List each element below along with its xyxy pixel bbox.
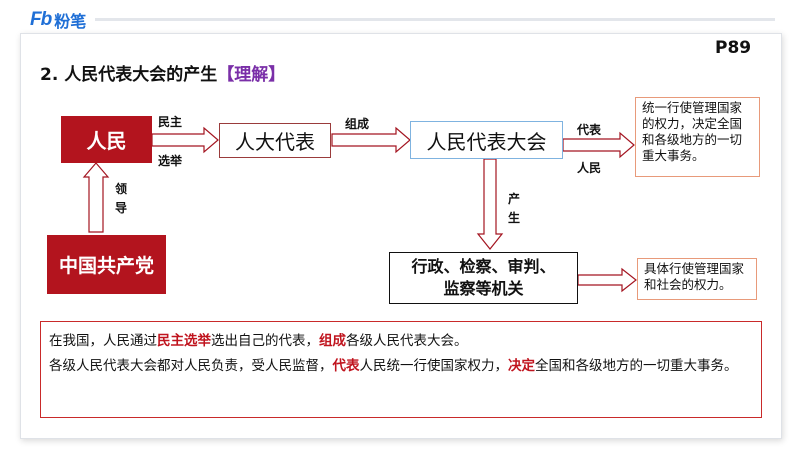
label-zucheng: 组成 — [345, 117, 370, 131]
label-daibiao: 代表 — [577, 123, 602, 137]
organs-line-2: 监察等机关 — [443, 279, 524, 298]
node-party: 中国共产党 — [47, 235, 166, 294]
summary-line-2: 各级人民代表大会都对人民负责，受人民监督，代表人民统一行使国家权力，决定全国和各… — [49, 354, 753, 379]
node-npc-deputies: 人大代表 — [219, 123, 331, 158]
summary-highlight: 代表 — [332, 358, 360, 374]
label-chansheng-2: 生 — [508, 211, 521, 225]
title-tag: 【理解】 — [217, 65, 286, 85]
note-npc-power: 统一行使管理国家的权力，决定全国和各级地方的一切重大事务。 — [635, 97, 760, 177]
page-number: P89 — [715, 38, 752, 58]
arrow-people-to-deputies — [151, 126, 219, 154]
label-chansheng-1: 产 — [508, 192, 521, 206]
summary-text: 选出自己的代表， — [211, 333, 319, 349]
arrow-deputies-to-npc — [331, 126, 411, 154]
summary-line-1: 在我国，人民通过民主选举选出自己的代表，组成各级人民代表大会。 — [49, 329, 753, 354]
logo-mark: Fb — [30, 9, 52, 30]
summary-box: 在我国，人民通过民主选举选出自己的代表，组成各级人民代表大会。 各级人民代表大会… — [40, 321, 762, 418]
summary-text: 各级人民代表大会都对人民负责，受人民监督， — [49, 358, 333, 374]
label-lingdao-1: 领 — [115, 182, 128, 196]
brand-logo: Fb 粉笔 — [30, 9, 87, 31]
arrow-organs-to-note — [577, 267, 637, 293]
node-people: 人民 — [61, 116, 152, 163]
summary-text: 在我国，人民通过 — [49, 333, 157, 349]
slide-title: 2. 人民代表大会的产生【理解】 — [40, 60, 285, 85]
header-divider — [95, 18, 775, 21]
title-main: 2. 人民代表大会的产生 — [40, 65, 218, 85]
summary-highlight: 组成 — [319, 333, 346, 349]
summary-text: 全国和各级地方的一切重大事务。 — [535, 358, 738, 374]
arrow-npc-to-organs — [476, 158, 504, 250]
node-state-organs: 行政、检察、审判、 监察等机关 — [389, 252, 578, 304]
arrow-npc-to-note — [562, 131, 635, 159]
summary-highlight: 决定 — [508, 358, 535, 374]
note-organs-power: 具体行使管理国家和社会的权力。 — [637, 258, 757, 300]
summary-highlight: 民主选举 — [157, 333, 211, 349]
label-lingdao-2: 导 — [115, 201, 128, 215]
summary-text: 人民统一行使国家权力， — [359, 358, 509, 374]
label-minzhu: 民主 — [158, 115, 183, 129]
logo-text: 粉笔 — [54, 12, 87, 31]
node-npc: 人民代表大会 — [410, 121, 563, 159]
organs-line-1: 行政、检察、审判、 — [411, 257, 556, 276]
summary-text: 各级人民代表大会。 — [346, 333, 468, 349]
label-xuanju: 选举 — [158, 154, 183, 168]
arrow-party-to-people — [82, 162, 110, 233]
label-renmin: 人民 — [577, 161, 602, 175]
